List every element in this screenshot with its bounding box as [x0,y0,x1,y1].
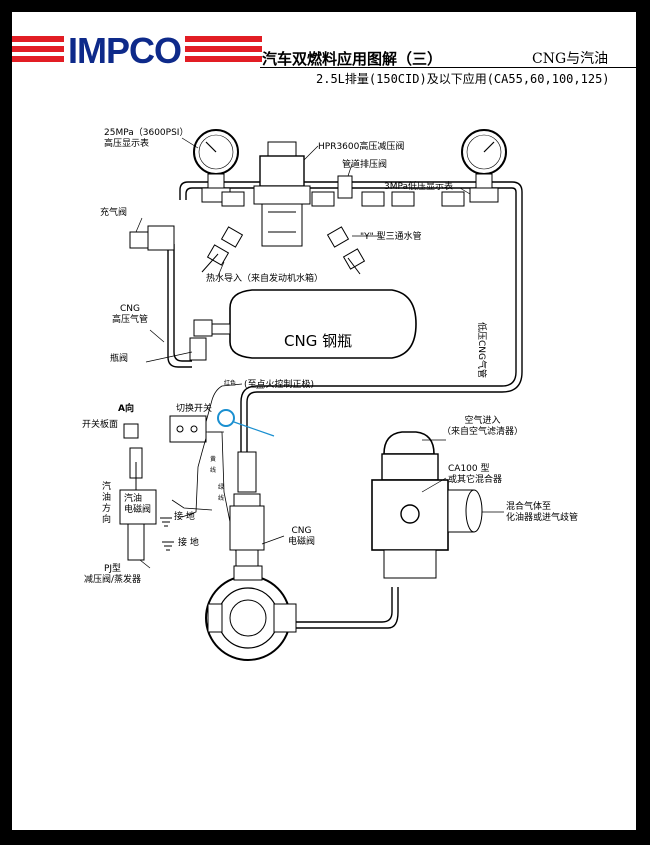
ground-label-2: 接 地 [178,538,199,548]
hp-gauge-icon [193,129,239,203]
impco-logo: IMPCO [64,32,186,70]
ground-label-1: 接 地 [174,512,195,522]
yellow-wire-label: 黄线 [210,456,217,474]
hpr-valve-label: HPR3600高压减压阀 [318,142,405,152]
fuel-solenoid-icon [119,447,157,561]
cng-tank-label: CNG 钢瓶 [284,332,353,350]
page-title: 汽车双燃料应用图解（三） [262,50,443,68]
mixture-to-label: 混合气体至 化油器或进气歧管 [506,502,579,523]
cng-solenoid-icon [229,451,265,567]
fill-valve-label: 充气阀 [100,208,128,218]
ca100-label: CA100 型 或其它混合器 [448,464,503,485]
to-ignition-label: (至点火控制正极) [244,380,315,390]
red-wire-label: 红色 [224,380,237,387]
green-wire-label: 绿线 [218,484,225,502]
bottle-valve-icon [189,319,231,361]
hpr-regulator-icon [253,141,311,247]
lp-gauge-icon [461,129,507,203]
page-subtitle: CNG与汽油 [532,51,609,67]
air-inlet-label: 空气进入 （来自空气滤清器） [442,416,524,437]
ground-icon [160,517,174,551]
cng-main-pipe [179,181,523,482]
pj-regulator-icon [205,565,297,661]
view-a-label: A向 [118,404,134,414]
cng-tank-icon [229,289,417,359]
fuel-solenoid-label: 汽油 电磁阀 [124,494,152,515]
y-tee-icon [201,226,366,275]
hot-water-label: 热水导入（来自发动机水箱） [206,274,324,284]
switch-label: 切换开关 [176,404,213,414]
header-rule [260,67,636,68]
system-schematic [119,129,523,661]
switch-panel-label: 开关板面 [82,420,119,430]
pj-regulator-label: PJ型 减压阀/蒸发器 [84,564,142,585]
pipe-fittings-icon [129,175,465,251]
fuel-direction-label: 汽 油 方 向 [102,482,112,525]
lp-cng-pipe-label: 低压CNG气管 [476,322,486,378]
lp-gauge-label: 3MPa低压显示表 [384,182,454,192]
pipe-fitting-label: 管道排压阀 [342,160,388,170]
y-tee-label: "Y" 型三通水管 [360,232,422,242]
cng-solenoid-label: CNG 电磁阀 [288,526,316,547]
cng-hp-pipe-label: CNG 高压气管 [112,304,149,325]
hp-gauge-label: 25MPa（3600PSI） 高压显示表 [104,128,189,149]
switch-assembly-icon [123,415,207,443]
ca100-mixer-icon [371,431,483,579]
diagram-page: IMPCO 汽车双燃料应用图解（三） CNG与汽油 2.5L排量(150CID)… [12,12,636,830]
highlight-circle [217,409,235,427]
spec-line: 2.5L排量(150CID)及以下应用(CA55,60,100,125) [316,72,610,86]
bottle-valve-label: 瓶阀 [110,354,129,364]
